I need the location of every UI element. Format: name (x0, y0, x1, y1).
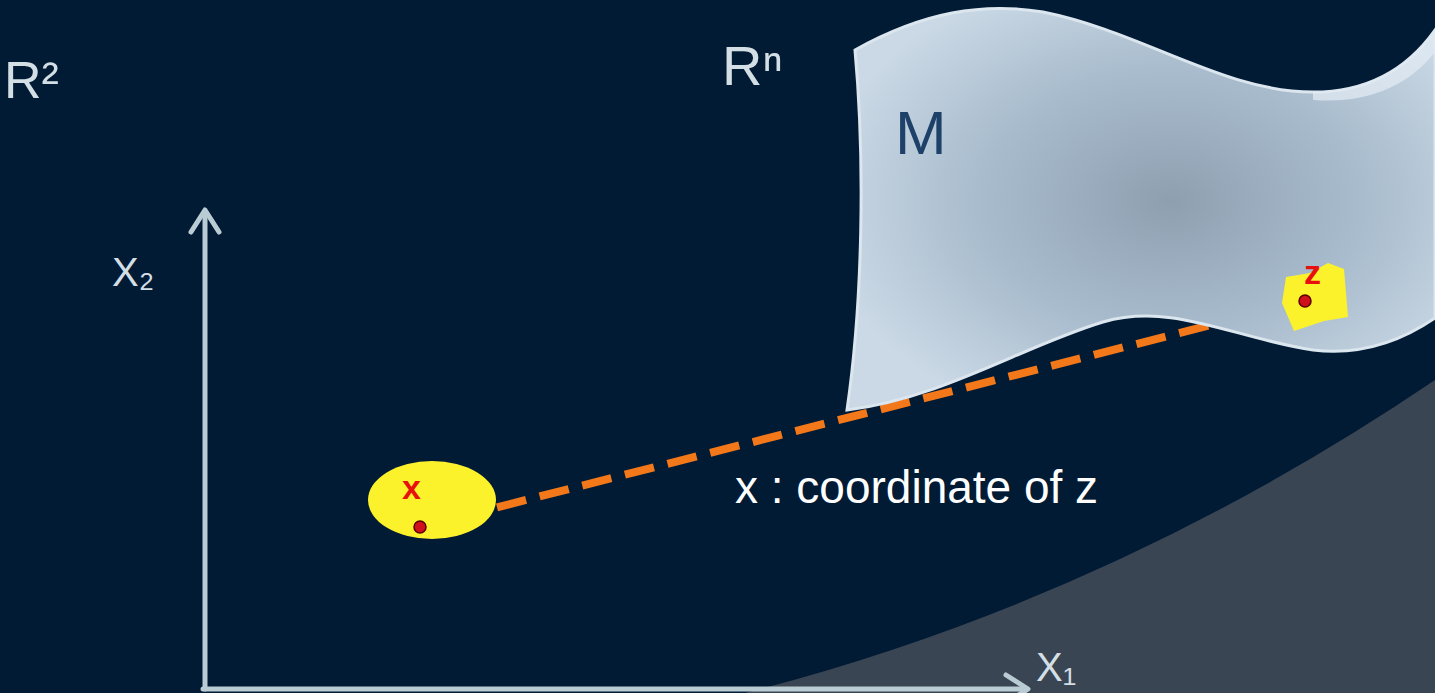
sheet-curl (1313, 30, 1435, 101)
grey-corner-band (745, 380, 1435, 693)
space-label: Rⁿ (722, 38, 783, 94)
manifold-surface (847, 8, 1435, 410)
y-axis-arrowhead (191, 210, 219, 232)
axis-label: X₁ (1036, 647, 1076, 687)
point-dot (1299, 295, 1311, 307)
manifold-sheet: Mz (843, 0, 1435, 420)
node-label: x (402, 470, 421, 504)
y-axis (203, 212, 208, 689)
node-label: M (895, 102, 947, 164)
x-axis (203, 687, 1026, 692)
space-label: R² (4, 54, 59, 106)
manifold-sheet-outline (843, 0, 1435, 420)
domain-ellipse-outline (367, 460, 497, 540)
x-axis-arrowhead (1006, 675, 1028, 693)
node-label: z (1304, 255, 1321, 289)
yellow-ellipse (368, 461, 496, 539)
point-dot (414, 521, 426, 533)
domain-ellipse: x (367, 460, 497, 540)
caption-note: x : coordinate of z (735, 464, 1098, 510)
chart-patch: z (1280, 255, 1350, 333)
axis-label: X₂ (112, 252, 154, 292)
